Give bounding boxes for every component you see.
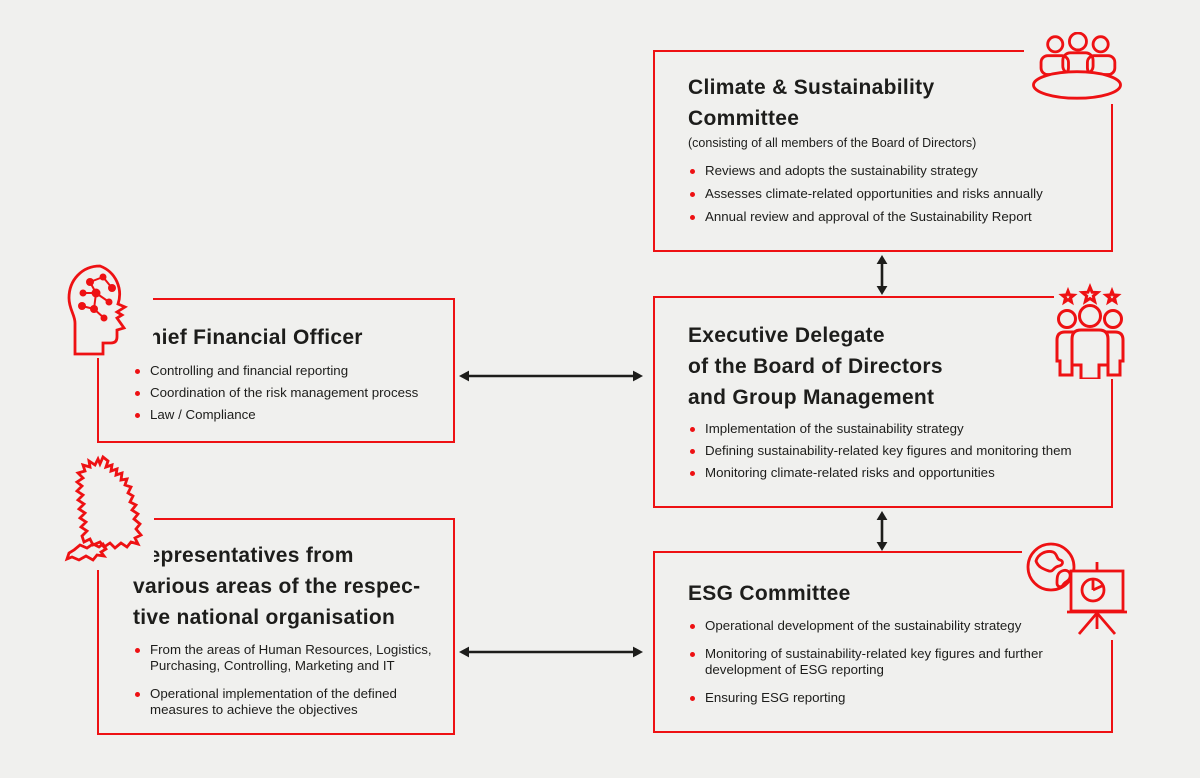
box-esg-committee: ESG Committee Operational development of… <box>653 551 1113 733</box>
bullet-list: Controlling and financial reporting Coor… <box>133 363 439 423</box>
bullet-item: Operational implementation of the define… <box>133 686 435 718</box>
bullet-list: From the areas of Human Resources, Logis… <box>133 642 435 718</box>
box-title: Climate & Sustainability Committee <box>688 72 1085 134</box>
bullet-item: From the areas of Human Resources, Logis… <box>133 642 435 674</box>
box-chief-financial-officer: Chief Financial Officer Controlling and … <box>97 298 455 443</box>
box-national-representatives: Representatives from various areas of th… <box>97 518 455 735</box>
box-title: Executive Delegate of the Board of Direc… <box>688 320 1101 413</box>
bullet-item: Coordination of the risk management proc… <box>133 385 439 401</box>
box-executive-delegate: Executive Delegate of the Board of Direc… <box>653 296 1113 508</box>
head-brain-network-icon <box>60 262 153 358</box>
title-line: tive national organisation <box>133 606 396 629</box>
horizontal-double-arrow <box>459 370 643 382</box>
bullet-item: Controlling and financial reporting <box>133 363 439 379</box>
title-line: Climate & Sustainability <box>688 76 935 99</box>
title-line: ESG Committee <box>688 582 851 605</box>
title-line: various areas of the respec- <box>133 575 421 598</box>
bullet-list: Reviews and adopts the sustainability st… <box>688 163 1085 225</box>
bullet-item: Operational development of the sustainab… <box>688 618 1085 634</box>
title-line: and Group Management <box>688 386 935 409</box>
bullet-item: Defining sustainability-related key figu… <box>688 443 1101 459</box>
bullet-item: Implementation of the sustainability str… <box>688 421 1101 437</box>
bullet-list: Operational development of the sustainab… <box>688 618 1085 706</box>
title-line: Representatives from <box>133 544 354 567</box>
title-line: Committee <box>688 107 800 130</box>
bullet-item: Monitoring of sustainability-related key… <box>688 646 1085 678</box>
bullet-item: Ensuring ESG reporting <box>688 690 1085 706</box>
germany-map-icon <box>62 452 154 570</box>
bullet-item: Law / Compliance <box>133 407 439 423</box>
committee-table-icon <box>1024 30 1130 104</box>
box-subtitle: (consisting of all members of the Board … <box>688 136 977 150</box>
horizontal-double-arrow <box>459 646 643 658</box>
box-title: ESG Committee <box>688 578 1085 609</box>
title-line: of the Board of Directors <box>688 355 943 378</box>
bullet-item: Reviews and adopts the sustainability st… <box>688 163 1085 179</box>
title-line: Chief Financial Officer <box>133 326 363 349</box>
vertical-double-arrow <box>876 511 888 551</box>
bullet-list: Implementation of the sustainability str… <box>688 421 1101 481</box>
vertical-double-arrow <box>876 255 888 295</box>
bullet-item: Assesses climate-related opportunities a… <box>688 186 1085 202</box>
box-title: Chief Financial Officer <box>133 322 439 353</box>
bullet-item: Monitoring climate-related risks and opp… <box>688 465 1101 481</box>
bullet-item: Annual review and approval of the Sustai… <box>688 209 1085 225</box>
box-climate-sustainability-committee: Climate & Sustainability Committee (cons… <box>653 50 1113 252</box>
box-title: Representatives from various areas of th… <box>133 540 435 633</box>
globe-presentation-icon <box>1022 540 1136 640</box>
team-with-stars-icon <box>1054 283 1126 379</box>
title-line: Executive Delegate <box>688 324 885 347</box>
